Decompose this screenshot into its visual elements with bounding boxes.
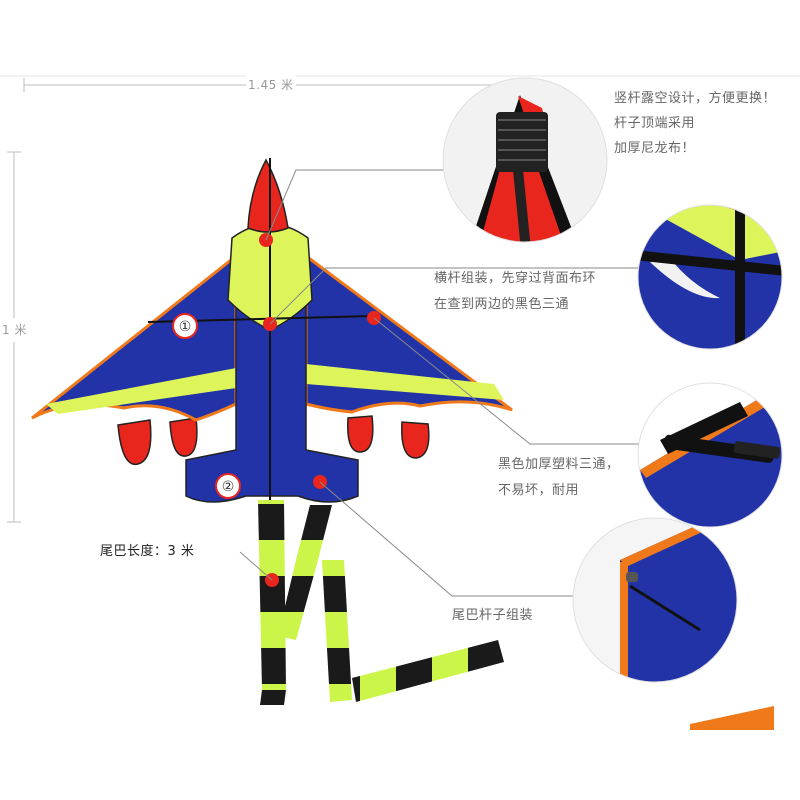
corner-fragment [690,706,774,730]
detail-circle-cross-joint [637,204,783,350]
marker-1-ring [172,313,198,339]
callout-cross-bar: 横杆组装，先穿过背面布环 在查到两边的黑色三通 [434,266,596,318]
callout-cross-bar-line-2: 在查到两边的黑色三通 [434,297,570,312]
nose-cone [247,158,289,233]
callout-tail-length: 尾巴长度：3 米 [100,544,195,559]
callout-spine-line-1: 竖杆露空设计，方便更换！ [614,91,777,106]
engine-pods [117,415,430,466]
right-wing-stripe [306,364,504,400]
fuselage [185,255,359,503]
marker-2: ② [222,479,235,495]
detail-circle-connector [637,382,783,528]
height-label: 1 米 [2,318,27,342]
callout-cross-bar-line-1: 横杆组装，先穿过背面布环 [434,271,597,286]
marker-2-ring [215,473,241,499]
left-wing-stripe [46,368,236,414]
kite-tail [258,500,504,705]
callout-spine-line-3: 加厚尼龙布！ [614,141,696,156]
callout-connector-line-2: 不易坏，耐用 [498,483,580,498]
marker-1: ① [179,319,192,335]
width-label: 1.45 米 [246,75,296,95]
detail-circle-nose [442,77,608,243]
callout-connector-line-1: 黑色加厚塑料三通， [498,457,620,472]
callout-connector: 黑色加厚塑料三通， 不易坏，耐用 [498,452,620,504]
detail-circle-tail-rod [572,517,738,683]
callout-tail-rod: 尾巴杆子组装 [452,608,534,623]
callout-spine-line-2: 杆子顶端采用 [614,116,696,131]
callout-spine: 竖杆露空设计，方便更换！ 杆子顶端采用 加厚尼龙布！ [614,86,776,161]
